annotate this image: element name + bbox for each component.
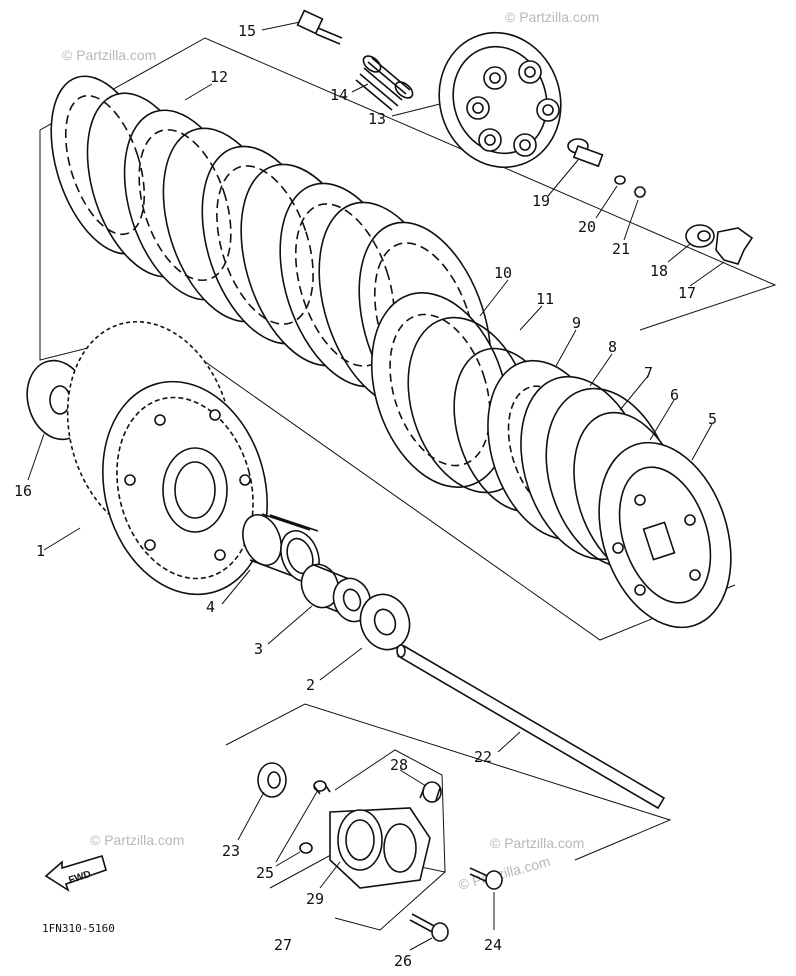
push-rod-22	[396, 644, 666, 810]
watermark-top-right: © Partzilla.com	[505, 9, 599, 25]
callout-12: 12	[210, 68, 228, 86]
callout-24: 24	[484, 936, 502, 954]
dowel-pin-25b	[299, 842, 313, 854]
nut-18	[685, 224, 715, 248]
callout-19: 19	[532, 192, 550, 210]
oil-seal-23	[257, 762, 287, 798]
callout-15: 15	[238, 22, 256, 40]
bolt-26	[409, 913, 449, 942]
callout-23: 23	[222, 842, 240, 860]
callout-27: 27	[274, 936, 292, 954]
callout-2: 2	[306, 676, 315, 694]
callout-7: 7	[644, 364, 653, 382]
callout-29: 29	[306, 890, 324, 908]
watermark-bottom-left: © Partzilla.com	[90, 832, 184, 848]
callout-22: 22	[474, 748, 492, 766]
fwd-arrow-icon: FWD	[44, 855, 107, 892]
dowel-pin-25a	[313, 780, 331, 795]
bolt-24	[469, 867, 503, 890]
pressure-plate-13	[438, 31, 562, 169]
callout-9: 9	[572, 314, 581, 332]
callout-28: 28	[390, 756, 408, 774]
push-rod-19	[567, 138, 604, 168]
callout-3: 3	[254, 640, 263, 658]
ring-20	[614, 175, 626, 185]
callout-14: 14	[330, 86, 348, 104]
drawing-code: 1FN310-5160	[42, 922, 115, 935]
callout-13: 13	[368, 110, 386, 128]
assembly-outline-bottom	[225, 703, 672, 861]
callout-8: 8	[608, 338, 617, 356]
bolt-15	[296, 9, 343, 45]
watermark-bottom-right: © Partzilla.com	[490, 835, 584, 851]
friction-plate-10	[370, 292, 510, 488]
clutch-plate-stack	[50, 75, 492, 429]
thrust-washer-2	[359, 593, 411, 651]
callout-18: 18	[650, 262, 668, 280]
watermark-top: © Partzilla.com	[62, 47, 156, 63]
callout-17: 17	[678, 284, 696, 302]
callout-1: 1	[36, 542, 45, 560]
callout-25: 25	[256, 864, 274, 882]
assembly-outline-sub-top	[334, 749, 446, 873]
callout-20: 20	[578, 218, 596, 236]
callout-4: 4	[206, 598, 215, 616]
callout-26: 26	[394, 952, 412, 970]
lock-washer-17	[715, 227, 754, 265]
callout-5: 5	[708, 410, 717, 428]
callout-6: 6	[670, 386, 679, 404]
push-lever-housing-29	[329, 807, 431, 889]
callout-10: 10	[494, 264, 512, 282]
callout-21: 21	[612, 240, 630, 258]
clutch-boss-5	[573, 411, 732, 629]
watermark-bottom: © Partzilla.com	[457, 853, 552, 893]
clutch-spring-14	[355, 55, 414, 111]
callout-11: 11	[536, 290, 554, 308]
callout-16: 16	[14, 482, 32, 500]
clutch-housing-1	[66, 320, 268, 596]
cap-28	[419, 781, 442, 803]
leader-lines	[27, 21, 725, 951]
ball-21	[634, 186, 646, 198]
